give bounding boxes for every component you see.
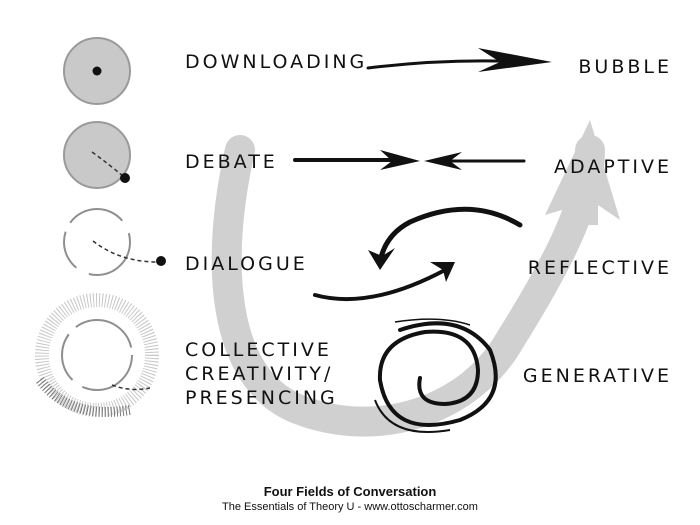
caption-subtitle: The Essentials of Theory U - www.ottosch… (222, 501, 478, 513)
dialogue-circle-icon (63, 208, 166, 276)
field-label-dialogue: DIALOGUE (185, 253, 308, 275)
u-arrowhead (545, 120, 620, 225)
field-label-line: PRESENCING (185, 387, 338, 409)
mode-label-generative: GENERATIVE (522, 365, 672, 387)
field-label-line: CREATIVITY/ (185, 363, 334, 385)
debate-arrows (293, 150, 526, 170)
field-label-downloading: DOWNLOADING (185, 51, 368, 73)
field-label-collective: COLLECTIVE CREATIVITY/ PRESENCING (185, 338, 338, 410)
mode-label-reflective: REFLECTIVE (527, 257, 672, 279)
caption-title: Four Fields of Conversation (263, 484, 437, 499)
field-label-debate: DEBATE (185, 151, 278, 173)
field-label-line: COLLECTIVE (185, 339, 332, 361)
downloading-arrow (366, 48, 552, 72)
downloading-circle-icon (63, 37, 131, 105)
mode-label-bubble: BUBBLE (578, 56, 672, 78)
presencing-circle-icon (35, 293, 159, 417)
generative-spiral (374, 318, 498, 433)
dialogue-arrows (313, 206, 523, 302)
debate-circle-icon (63, 121, 131, 189)
mode-label-adaptive: ADAPTIVE (554, 156, 672, 178)
